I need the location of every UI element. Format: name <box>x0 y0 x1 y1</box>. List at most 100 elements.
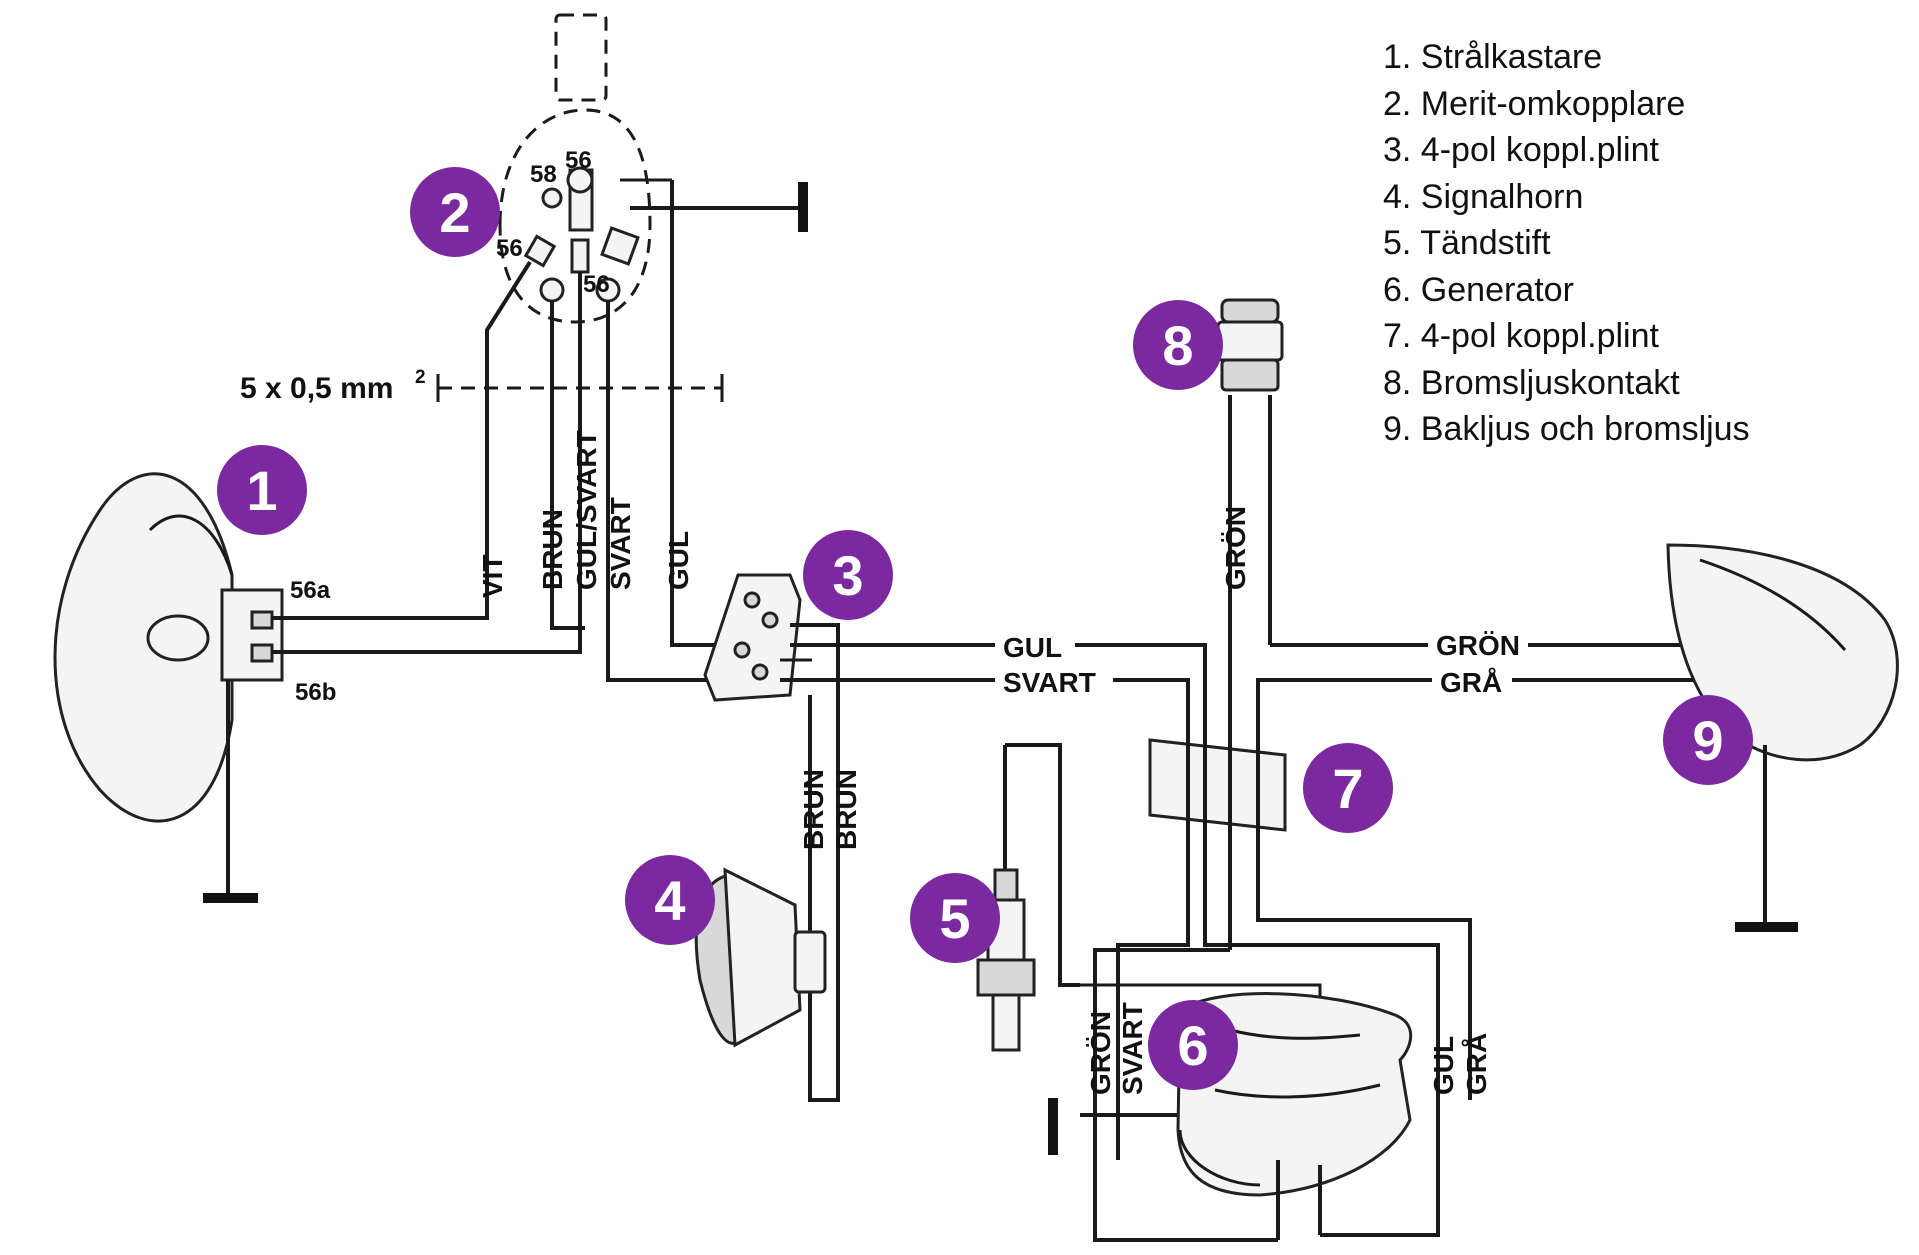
badge-9: 9 <box>1663 695 1753 785</box>
switch-body-outline <box>498 108 652 324</box>
headlight-bulb <box>146 614 210 662</box>
label-svart-horizontal: SVART <box>1003 667 1096 698</box>
terminal-58 <box>541 187 563 209</box>
label-gron-h-bg <box>1428 628 1528 662</box>
gen-wire-svart <box>1116 740 1190 1160</box>
wire-labels-horizontal: GUL SVART GRÖN GRÅ <box>995 628 1528 698</box>
terminal-56-bottom <box>595 277 621 303</box>
legend-item-6: 6. Generator <box>1383 270 1574 309</box>
horn <box>694 867 827 1048</box>
generator-detail-2 <box>1214 1083 1381 1099</box>
label-gen-gra: GRÅ <box>1461 1033 1492 1095</box>
gen-wire-gra <box>1256 740 1472 1100</box>
brake-switch-cap <box>1220 298 1280 324</box>
badge-2: 2 <box>410 167 500 257</box>
svg-text:4: 4 <box>654 869 685 932</box>
brake-switch-base <box>1220 358 1280 392</box>
svg-text:6: 6 <box>1177 1014 1208 1077</box>
gen-wire-gul-bottom <box>1320 1080 1440 1237</box>
svg-text:2: 2 <box>439 181 470 244</box>
legend-item-9: 9. Bakljus och bromsljus <box>1383 410 1750 448</box>
merit-switch: 58 56 56 56 <box>496 13 808 324</box>
terminal-56-left-label: 56 <box>496 235 523 262</box>
badge-5: 5 <box>910 873 1000 963</box>
badge-6: 6 <box>1148 1000 1238 1090</box>
wire-svart <box>606 302 715 682</box>
wire-labels: VIT BRUN GUL/SVART SVART GUL GRÖN BRUN B… <box>477 430 1492 1095</box>
switch-cable-wires <box>330 178 720 682</box>
terminal-56b-label: 56b <box>295 679 336 706</box>
wire-gul-svart <box>330 272 582 654</box>
terminal-56-top-label: 56 <box>565 147 592 174</box>
plint-3 <box>703 573 802 702</box>
plint-3-screw-1 <box>743 591 761 609</box>
legend-item-5: 5. Tändstift <box>1383 224 1551 262</box>
spark-plug-thread <box>991 993 1021 1052</box>
legend-item-4: 4. Signalhorn <box>1383 177 1584 216</box>
plint-7 <box>1148 738 1287 832</box>
label-gul-svart: GUL/SVART <box>571 430 602 590</box>
svg-text:5: 5 <box>939 887 970 950</box>
label-brun-a: BRUN <box>798 769 829 850</box>
brake-switch-body <box>1216 320 1284 362</box>
wire-gra-down <box>1256 678 1270 740</box>
label-gul-horizontal: GUL <box>1003 632 1062 663</box>
headlight-shell <box>53 472 234 823</box>
legend-item-3: 3. 4-pol koppl.plint <box>1383 131 1659 169</box>
terminal-center <box>570 238 590 274</box>
wire-gul <box>670 180 720 647</box>
label-gen-gul: GUL <box>1428 1036 1459 1095</box>
terminal-right <box>600 226 640 266</box>
cable-size-label: 5 x 0,5 mm <box>240 372 393 405</box>
generator-detail-3 <box>1178 1129 1261 1187</box>
legend-item-8: 8. Bromsljuskontakt <box>1383 363 1680 402</box>
spark-plug <box>976 743 1080 1052</box>
cable-size-marker: 5 x 0,5 mm 2 <box>240 367 724 405</box>
badge-1: 1 <box>217 445 307 535</box>
plint-3-screw-2 <box>761 611 779 629</box>
label-gen-svart: SVART <box>1117 1002 1148 1095</box>
svg-text:3: 3 <box>832 544 863 607</box>
switch-lever-outline <box>554 13 608 102</box>
svg-text:9: 9 <box>1692 709 1723 772</box>
label-gra-horizontal: GRÅ <box>1440 667 1502 698</box>
legend-item-1: 1. Strålkastare <box>1383 38 1603 76</box>
label-gen-gron: GRÖN <box>1085 1011 1116 1095</box>
terminal-56-top <box>566 166 594 194</box>
terminal-56b <box>250 643 274 663</box>
svg-text:8: 8 <box>1162 314 1193 377</box>
spark-plug-top <box>993 868 1019 902</box>
label-brun-b: BRUN <box>831 769 862 850</box>
wire-gul-trunk <box>790 643 1207 735</box>
label-svart-h-bg <box>995 664 1113 698</box>
label-gron-vertical: GRÖN <box>1220 506 1251 590</box>
label-gra-h-bg <box>1432 664 1512 698</box>
headlight-rim <box>148 514 234 576</box>
legend-item-7: 7. 4-pol koppl.plint <box>1383 317 1659 355</box>
terminal-56-left <box>523 234 557 268</box>
plint-3-screw-4 <box>751 663 769 681</box>
svg-text:1: 1 <box>246 459 277 522</box>
number-badges: 1 2 3 4 5 6 7 8 <box>217 167 1753 1090</box>
label-gron-horizontal: GRÖN <box>1436 630 1520 661</box>
label-vit: VIT <box>477 554 508 598</box>
badge-8: 8 <box>1133 300 1223 390</box>
component-legend: 1. Strålkastare 2. Merit-omkopplare 3. 4… <box>1383 34 1750 453</box>
badge-4: 4 <box>625 855 715 945</box>
label-svart: SVART <box>605 497 636 590</box>
generator-detail-1 <box>1229 1028 1361 1040</box>
legend-item-2: 2. Merit-omkopplare <box>1383 84 1686 123</box>
plint-3-body <box>703 573 802 702</box>
label-brun: BRUN <box>537 509 568 590</box>
gen-wire-gron <box>1093 948 1278 1242</box>
headlight: 56a 56b <box>53 472 336 903</box>
label-gul-h-bg <box>995 628 1075 662</box>
terminal-56a-label: 56a <box>290 577 331 604</box>
wire-brun <box>550 302 585 630</box>
svg-text:7: 7 <box>1332 757 1363 820</box>
terminal-58-label: 58 <box>530 161 557 188</box>
badge-3: 3 <box>803 530 893 620</box>
label-gul: GUL <box>663 531 694 590</box>
terminal-56-bottom-label: 56 <box>583 271 610 298</box>
